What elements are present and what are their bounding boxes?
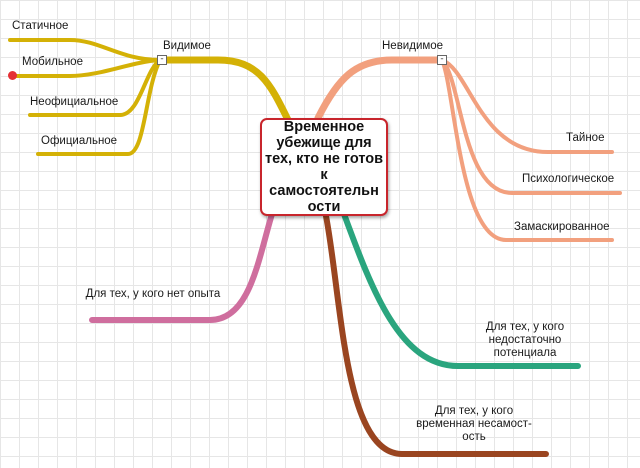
label-temporary[interactable]: Для тех, у кого временная несамост-ость xyxy=(416,405,532,443)
central-topic-text: Временное убежище для тех, кто не готов … xyxy=(264,119,384,215)
label-zamaskirovannoe[interactable]: Замаскированное xyxy=(514,221,610,233)
label-visible[interactable]: Видимое xyxy=(163,40,211,52)
edge-zamaskirovannoe xyxy=(440,58,614,242)
edge-psikhologicheskoe xyxy=(440,58,622,195)
collapse-invisible-toggle[interactable]: - xyxy=(437,55,447,65)
central-topic[interactable]: Временное убежище для тех, кто не готов … xyxy=(260,118,388,216)
label-tainoe[interactable]: Тайное xyxy=(566,132,605,144)
branch-temporary xyxy=(323,213,549,457)
label-ofitsialnoe[interactable]: Официальное xyxy=(41,135,118,147)
collapse-visible-toggle[interactable]: - xyxy=(157,55,167,65)
label-staticheskoe[interactable]: Статичное xyxy=(12,20,69,32)
label-no-experience[interactable]: Для тех, у кого нет опыта xyxy=(85,288,221,300)
edge-tainoe xyxy=(440,58,614,154)
label-invisible[interactable]: Невидимое xyxy=(382,40,444,52)
branch-insufficient xyxy=(341,211,581,369)
label-psikhologicheskoe[interactable]: Психологическое xyxy=(522,173,615,185)
edge-staticheskoe xyxy=(8,38,162,62)
label-neofitsialnoe[interactable]: Неофициальное xyxy=(30,96,119,108)
selection-dot[interactable] xyxy=(8,71,17,80)
label-mobilnoe[interactable]: Мобильное xyxy=(22,56,83,68)
branch-visible-trunk xyxy=(156,56,296,132)
branch-invisible-trunk xyxy=(314,56,446,122)
label-insufficient[interactable]: Для тех, у кого недостаточно потенциала xyxy=(485,321,565,359)
edge-ofitsialnoe xyxy=(36,58,162,156)
edge-mobilnoe xyxy=(12,58,162,78)
branch-no-experience xyxy=(89,211,275,323)
edge-neofitsialnoe xyxy=(28,58,162,117)
